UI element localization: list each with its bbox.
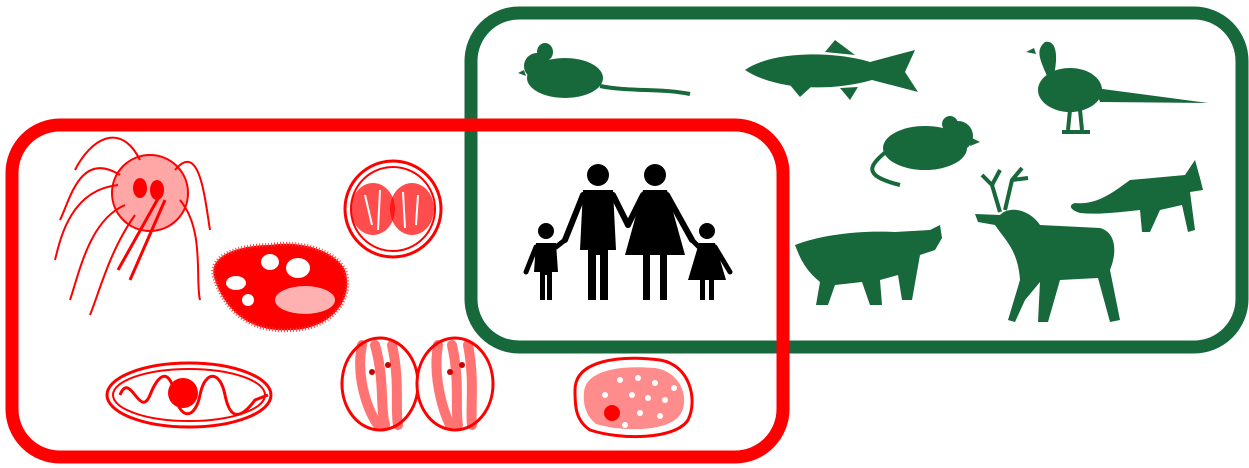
fish-icon bbox=[745, 40, 918, 100]
fox-icon bbox=[1071, 160, 1203, 232]
spore-cell-icon bbox=[107, 363, 271, 427]
amoeba-icon bbox=[213, 244, 347, 331]
mouse-icon bbox=[518, 43, 690, 98]
oocyst-icon bbox=[575, 358, 692, 436]
deer-icon bbox=[975, 168, 1120, 322]
pheasant-icon bbox=[1026, 42, 1208, 132]
cat-icon bbox=[795, 225, 942, 305]
giardia-icon bbox=[55, 138, 210, 315]
rat-icon bbox=[872, 116, 980, 185]
cyst-icon bbox=[345, 161, 441, 257]
human-family-icon bbox=[526, 164, 730, 300]
paired-cyst-icon bbox=[342, 338, 493, 430]
